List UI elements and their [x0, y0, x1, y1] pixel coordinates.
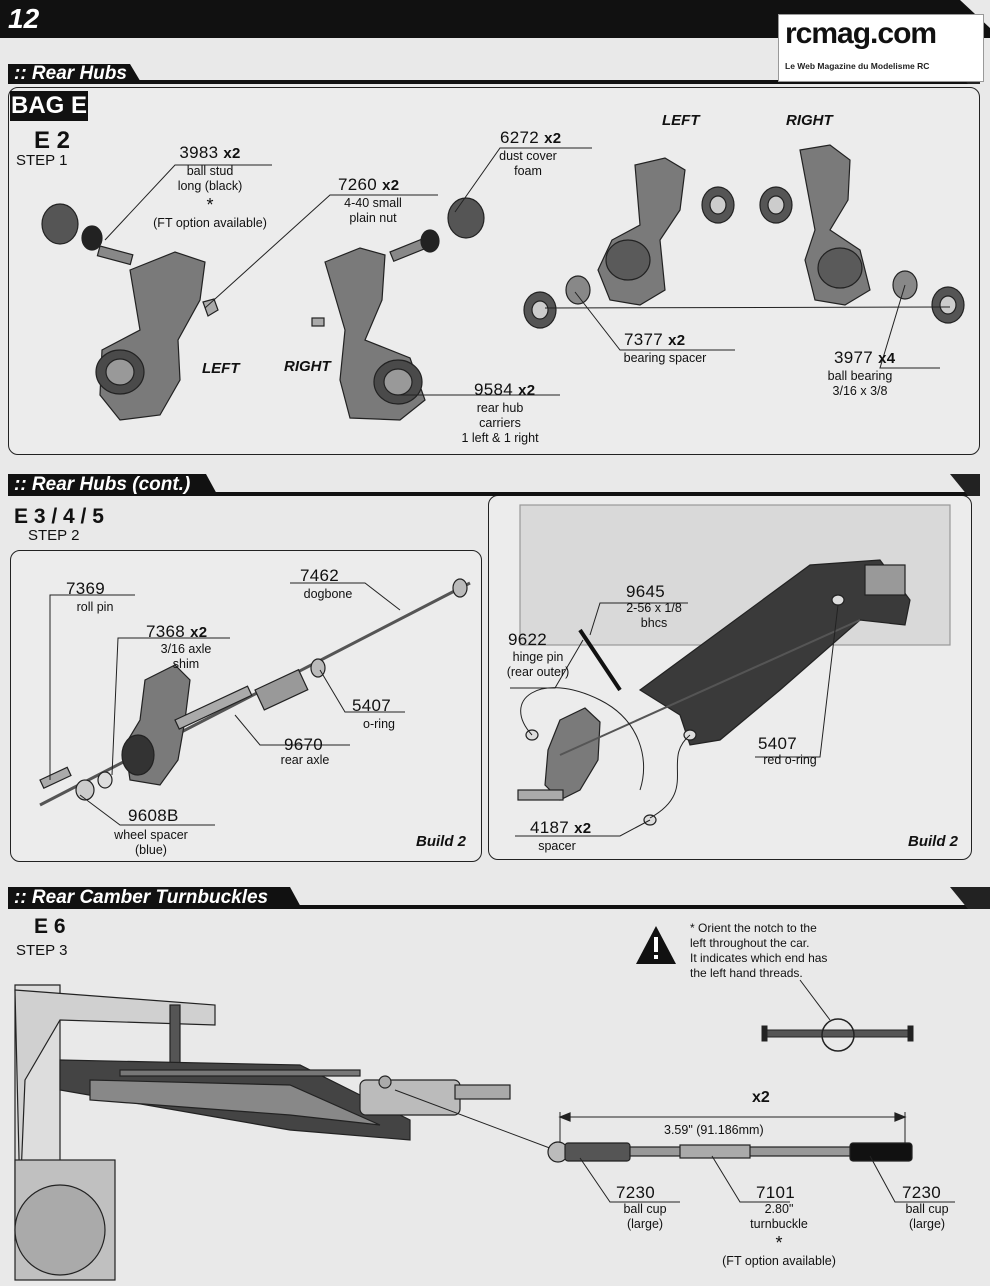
part-7101: 7101	[756, 1183, 796, 1202]
part-9645: 9645	[626, 582, 666, 601]
section1-leader-lines	[104, 147, 951, 396]
section3-step-label: STEP 3	[16, 942, 68, 959]
section3-suspension-drawing	[14, 984, 556, 1281]
part-5407-red: 5407	[758, 734, 798, 753]
part-3977-desc: ball bearing 3/16 x 3/8	[827, 369, 893, 398]
part-9608b: 9608B	[128, 806, 179, 825]
part-7462-desc: dogbone	[303, 587, 353, 601]
part-7369-desc: roll pin	[76, 600, 114, 614]
part-9622: 9622	[508, 630, 548, 649]
part-7377: 7377 x2	[624, 330, 686, 349]
part-9645-desc: 2-56 x 1/8 bhcs	[626, 601, 682, 630]
section2-step-code: E 3 / 4 / 5	[14, 505, 104, 528]
section2-title: :: Rear Hubs (cont.)	[14, 474, 191, 495]
section2-header-bar	[8, 474, 980, 496]
section2-right-drawing	[517, 504, 951, 826]
part-6272: 6272 x2	[500, 128, 562, 147]
part-7230-right: 7230	[902, 1183, 942, 1202]
part-5407-oring-desc: o-ring	[363, 717, 395, 731]
logo-tagline: Le Web Magazine du Modelisme RC	[785, 61, 930, 71]
warning-triangle-icon	[636, 926, 676, 964]
section2-step-label: STEP 2	[28, 527, 80, 544]
part-9608b-desc: wheel spacer (blue)	[114, 828, 188, 857]
part-5407-oring: 5407	[352, 696, 392, 715]
part-7368: 7368 x2	[146, 622, 208, 641]
part-4187-desc: spacer	[538, 839, 576, 853]
part-7369: 7369	[66, 579, 106, 598]
part-7260-desc: 4-40 small plain nut	[344, 196, 402, 225]
part-number: 3983	[179, 143, 219, 162]
turnbuckle-small-drawing	[761, 979, 914, 1052]
part-7368-desc: 3/16 axle shim	[160, 642, 212, 671]
part-3983: 3983 x2	[145, 143, 275, 163]
part-7230-left: 7230	[616, 1183, 656, 1202]
build-label-left: Build 2	[416, 833, 467, 850]
part-7101-desc: 2.80" turnbuckle * (FT option available)	[722, 1202, 836, 1268]
bag-label: BAG E	[10, 91, 88, 121]
part-7462: 7462	[300, 566, 340, 585]
part-9670-desc: rear axle	[280, 753, 330, 767]
dimension-label: 3.59" (91.186mm)	[664, 1123, 764, 1137]
header-bar	[0, 0, 990, 38]
section1-step-label: STEP 1	[16, 152, 68, 169]
section2-left-leaders	[49, 582, 405, 826]
part-7260: 7260 x2	[338, 175, 400, 194]
section2-left-drawing	[39, 578, 471, 807]
section3-step-code: E 6	[34, 915, 66, 938]
part-9670: 9670	[284, 735, 324, 754]
section1-title: :: Rear Hubs	[14, 63, 127, 84]
section1-step-code: E 2	[34, 127, 71, 154]
section3-leaders	[579, 1155, 955, 1203]
quantity-multiplier: x2	[752, 1089, 770, 1106]
turnbuckle-large-drawing	[547, 1112, 913, 1163]
section3-title: :: Rear Camber Turnbuckles	[14, 887, 269, 908]
label-left-top: LEFT	[662, 112, 700, 129]
part-3983-desc: ball stud long (black) * (FT option avai…	[153, 164, 267, 230]
part-6272-desc: dust cover foam	[499, 149, 557, 178]
part-9584-desc: rear hub carriers 1 left & 1 right	[461, 401, 539, 445]
part-4187: 4187 x2	[530, 818, 592, 837]
section3-header-bar	[8, 887, 990, 909]
label-right-top: RIGHT	[786, 112, 833, 129]
part-7230-left-desc: ball cup (large)	[623, 1202, 667, 1231]
part-qty: x2	[223, 145, 241, 162]
section2-right-leaders	[510, 602, 839, 837]
section1-drawing	[41, 144, 965, 421]
label-right-bottom: RIGHT	[284, 358, 331, 375]
warning-note: * Orient the notch to the left throughou…	[690, 921, 828, 980]
logo-brand: rcmag.com	[785, 17, 937, 50]
part-9584: 9584 x2	[474, 380, 536, 399]
part-9622-desc: hinge pin (rear outer)	[506, 650, 570, 679]
build-label-right: Build 2	[908, 833, 959, 850]
part-7230-right-desc: ball cup (large)	[905, 1202, 949, 1231]
part-7377-desc: bearing spacer	[623, 351, 707, 365]
part-5407-red-desc: red o-ring	[763, 753, 817, 767]
page-number: 12	[8, 3, 40, 34]
site-logo[interactable]: rcmag.com Le Web Magazine du Modelisme R…	[778, 14, 984, 82]
label-left-bottom: LEFT	[202, 360, 240, 377]
part-3977: 3977 x4	[834, 348, 896, 367]
